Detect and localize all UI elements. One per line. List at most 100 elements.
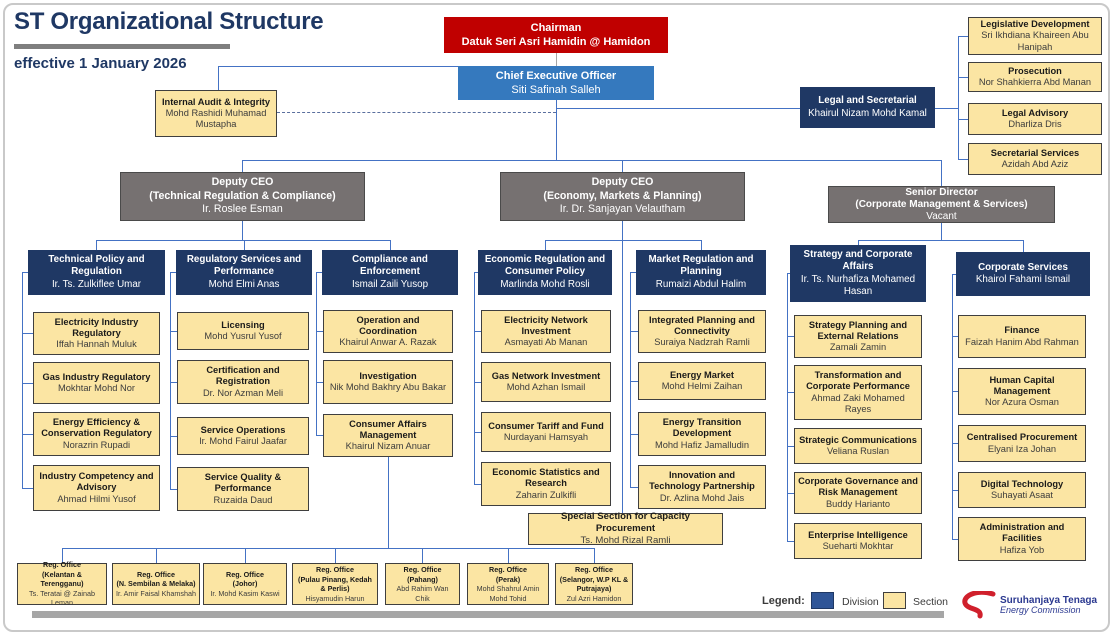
section-head: Ahmad Hilmi Yusof — [57, 493, 136, 504]
connector-line-dashed — [277, 112, 556, 113]
logo-swoosh-icon — [962, 591, 996, 619]
section-head: Ruzaida Daud — [213, 494, 273, 505]
section-box: Innovation and Technology Partnership Dr… — [638, 465, 766, 509]
connector-line — [787, 392, 794, 393]
section-head: Mohd Azhan Ismail — [506, 382, 586, 392]
section-head: Mohd Yusrul Yusof — [204, 331, 282, 341]
section-head: Mokhtar Mohd Nor — [58, 383, 135, 393]
connector-line — [952, 336, 958, 337]
section-title: Prosecution — [1008, 65, 1062, 76]
connector-line — [390, 240, 391, 250]
connector-line — [335, 548, 336, 563]
division-title: Compliance and Enforcement — [352, 254, 428, 278]
section-title: Digital Technology — [980, 478, 1064, 489]
connector-line — [630, 434, 638, 435]
section-title: Legislative Development — [980, 19, 1090, 29]
section-title: Special Section for Capacity Procurement — [560, 511, 691, 535]
section-head: Sueharti Mokhtar — [822, 541, 894, 551]
division-head: Mohd Elmi Anas — [208, 278, 280, 290]
section-title: Innovation and Technology Partnership — [649, 470, 755, 492]
section-box: Strategic Communications Veliana Ruslan — [794, 428, 922, 464]
section-box: Corporate Governance and Risk Management… — [794, 472, 922, 514]
section-head: Faizah Hanim Abd Rahman — [965, 336, 1079, 347]
section-box: Energy Market Mohd Helmi Zaihan — [638, 362, 766, 400]
section-box: Finance Faizah Hanim Abd Rahman — [958, 315, 1086, 358]
section-title: Investigation — [359, 370, 417, 381]
connector-line — [170, 272, 171, 489]
regional-office-box: Reg. Office (Selangor, W.P KL & Putrajay… — [555, 563, 633, 605]
regional-office-box: Reg. Office (Pulau Pinang, Kedah & Perli… — [292, 563, 378, 605]
section-box: Electricity Network Investment Asmayati … — [481, 310, 611, 353]
legend-label: Legend: — [762, 595, 805, 607]
section-head: Norazrin Rupadi — [62, 439, 131, 450]
section-head: Hafiza Yob — [999, 544, 1045, 555]
connector-line — [701, 240, 702, 250]
section-box: Administration and Facilities Hafiza Yob — [958, 517, 1086, 561]
office-region: (Johor) — [232, 579, 258, 589]
connector-line — [556, 108, 800, 109]
section-box-secretarial-services: Secretarial Services Azidah Abd Aziz — [968, 143, 1102, 175]
connector-line — [958, 159, 968, 160]
section-title: Service Operations — [200, 424, 286, 435]
section-head: Suhayati Asaat — [990, 490, 1054, 500]
office-region: (N. Sembilan & Melaka) — [116, 579, 196, 589]
logo-name: Suruhanjaya Tenaga — [1000, 594, 1098, 606]
connector-line — [556, 53, 557, 66]
section-head: Dharliza Dris — [1008, 119, 1062, 129]
chairman-box: Chairman Datuk Seri Asri Hamidin @ Hamid… — [444, 17, 668, 53]
connector-line — [958, 119, 968, 120]
division-box-compliance-enforcement: Compliance and Enforcement Ismail Zaili … — [322, 250, 458, 295]
connector-line — [474, 484, 481, 485]
section-box: Licensing Mohd Yusrul Yusof — [177, 312, 309, 350]
office-title: Reg. Office — [403, 565, 442, 574]
connector-line — [96, 240, 97, 250]
executive-scope: (Economy, Markets & Planning) — [543, 189, 702, 202]
ceo-box: Chief Executive Officer Siti Safinah Sal… — [458, 66, 654, 100]
connector-line — [545, 240, 701, 241]
logo-tagline: Energy Commission — [1000, 604, 1081, 615]
connector-line — [858, 240, 859, 245]
section-head: Nik Mohd Bakhry Abu Bakar — [329, 382, 447, 392]
section-box-prosecution: Prosecution Nor Shahkierra Abd Manan — [968, 62, 1102, 92]
section-title: Operation and Coordination — [356, 314, 420, 336]
section-head: Khairul Anwar A. Razak — [339, 337, 437, 348]
section-box-legal-advisory: Legal Advisory Dharliza Dris — [968, 103, 1102, 135]
connector-line — [474, 331, 481, 332]
section-head: Mohd Helmi Zaihan — [661, 381, 743, 391]
connector-line — [242, 221, 243, 240]
connector-line — [22, 434, 33, 435]
legend-section-swatch — [883, 592, 906, 609]
connector-line — [622, 221, 623, 240]
connector-line — [170, 436, 177, 437]
connector-line — [787, 541, 794, 542]
section-head: Zaharin Zulkifli — [515, 489, 577, 500]
legal-secretarial-title: Legal and Secretarial — [818, 95, 917, 107]
legal-secretarial-name: Khairul Nizam Mohd Kamal — [808, 107, 927, 119]
office-title: Reg. Office — [575, 565, 613, 574]
connector-line — [594, 548, 595, 563]
internal-audit-box: Internal Audit & Integrity Mohd Rashidi … — [155, 90, 277, 137]
executive-name: Ir. Dr. Sanjayan Velautham — [559, 203, 686, 216]
executive-title: Senior Director — [905, 186, 978, 198]
page-title: ST Organizational Structure — [14, 8, 324, 35]
section-box: Service Operations Ir. Mohd Fairul Jaafa… — [177, 417, 309, 455]
connector-line — [952, 274, 953, 539]
connector-line — [22, 272, 28, 273]
connector-line — [630, 381, 638, 382]
section-head: Iffah Hannah Muluk — [56, 339, 137, 350]
section-title: Strategy Planning and External Relations — [808, 319, 908, 341]
connector-line — [1023, 240, 1024, 252]
connector-line — [422, 548, 423, 563]
section-title: Energy Efficiency & Conservation Regulat… — [41, 417, 152, 439]
section-box: Strategy Planning and External Relations… — [794, 315, 922, 358]
regional-office-box: Reg. Office (Pahang) Abd Rahim Wan Chik — [385, 563, 460, 605]
section-box-special-capacity-procurement: Special Section for Capacity Procurement… — [528, 511, 723, 546]
connector-line — [787, 273, 790, 274]
section-head: Nor Shahkierra Abd Manan — [978, 77, 1092, 87]
office-region: (Selangor, W.P KL & Putrajaya) — [559, 574, 629, 594]
connector-line — [958, 77, 968, 78]
section-head: Ahmad Zaki Mohamed Rayes — [811, 392, 905, 414]
office-head: Ts. Teratai @ Zainab Leman — [29, 588, 95, 608]
section-head: Azidah Abd Aziz — [1001, 159, 1069, 169]
